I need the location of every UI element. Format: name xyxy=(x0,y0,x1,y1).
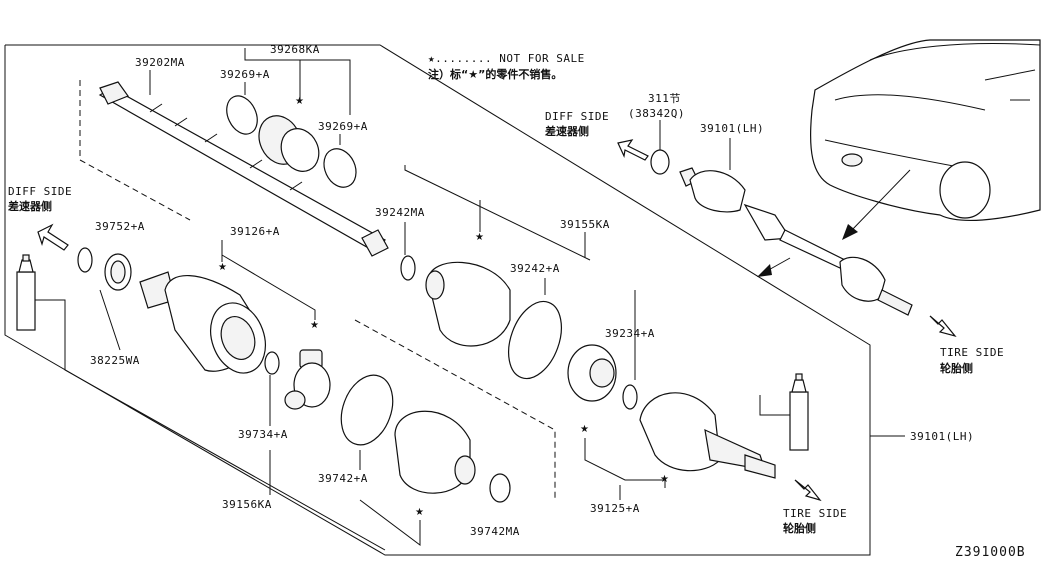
label-39269A-1: 39269+A xyxy=(220,68,270,81)
star-marker-outer-boot: ★ xyxy=(475,232,484,243)
label-39125A: 39125+A xyxy=(590,502,640,515)
grease-tube-right xyxy=(789,373,809,451)
boot-outer xyxy=(425,261,511,347)
tire-side-bottom-arrow-icon xyxy=(794,479,822,502)
clamp-ring-39269A-2 xyxy=(323,148,357,188)
not-for-sale-note: ★........ NOT FOR SALE xyxy=(428,52,585,65)
location-pointer-arrow-icon xyxy=(842,169,911,240)
diff-side-left-label: DIFF SIDE xyxy=(8,185,72,198)
label-39126A: 39126+A xyxy=(230,225,280,238)
label-39269A-2: 39269+A xyxy=(318,120,368,133)
bearing-race xyxy=(567,344,617,402)
diff-side-left-arrow-icon xyxy=(37,223,69,251)
tire-side-bottom-label: TIRE SIDE xyxy=(783,507,847,520)
snap-ring-39734A xyxy=(264,351,280,375)
boot-band-39742A xyxy=(340,374,394,446)
car-front-illustration xyxy=(810,39,1041,222)
label-38342Q: (38342Q) xyxy=(628,107,685,120)
tire-side-right-label-cn: 轮胎侧 xyxy=(940,361,973,375)
label-39242A: 39242+A xyxy=(510,262,560,275)
drive-shaft-assembly-39101LH xyxy=(679,167,913,316)
outer-joint-39125A xyxy=(639,392,776,479)
tire-side-right-label: TIRE SIDE xyxy=(940,346,1004,359)
label-39242MA: 39242MA xyxy=(375,206,425,219)
boot-band-39242MA xyxy=(400,255,416,281)
star-marker-39268KA: ★ xyxy=(295,96,304,107)
star-marker-spider: ★ xyxy=(310,320,319,331)
tripod-housing-39126A xyxy=(139,271,266,374)
tire-side-bottom-label-cn: 轮胎侧 xyxy=(783,521,816,535)
label-39234A: 39234+A xyxy=(605,327,655,340)
star-marker-39126A: ★ xyxy=(218,262,227,273)
label-39156KA: 39156KA xyxy=(222,498,272,511)
label-39202MA: 39202MA xyxy=(135,56,185,69)
frame-outline xyxy=(4,44,871,556)
clamp-ring-39269A-1 xyxy=(226,95,258,135)
diff-side-left-label-cn: 差速器侧 xyxy=(8,199,52,213)
label-39742MA: 39742MA xyxy=(470,525,520,538)
boot-inner xyxy=(394,410,476,494)
boot-band-39242A xyxy=(508,300,562,380)
spider-assembly xyxy=(284,349,331,410)
label-39101LH-top: 39101(LH) xyxy=(700,122,764,135)
label-39268KA: 39268KA xyxy=(270,43,320,56)
snap-ring-39752A xyxy=(77,247,93,273)
diagram-code: Z391000B xyxy=(955,545,1026,560)
not-for-sale-note-cn: 注）标“★”的零件不销售。 xyxy=(428,67,562,81)
label-311: 311节 xyxy=(648,92,681,105)
label-39101LH-right: 39101(LH) xyxy=(910,430,974,443)
assembly-direction-arrow-icon xyxy=(757,257,791,277)
label-39734A: 39734+A xyxy=(238,428,288,441)
label-38225WA: 38225WA xyxy=(90,354,140,367)
diff-side-top-label: DIFF SIDE xyxy=(545,110,609,123)
grease-tube-left xyxy=(16,254,36,331)
shaft-39202MA xyxy=(98,81,389,257)
label-39742A: 39742+A xyxy=(318,472,368,485)
label-39752A: 39752+A xyxy=(95,220,145,233)
star-marker-39125A-left: ★ xyxy=(580,424,589,435)
diff-side-top-label-cn: 差速器侧 xyxy=(545,124,589,138)
damper-39268KA xyxy=(258,115,320,172)
boot-band-39742MA xyxy=(489,473,511,503)
oil-seal-38342Q xyxy=(650,149,670,175)
tire-side-right-arrow-icon xyxy=(929,315,957,338)
snap-ring-39234A xyxy=(622,384,638,410)
star-marker-boot: ★ xyxy=(415,507,424,518)
diff-side-top-arrow-icon xyxy=(617,139,649,161)
label-39155KA: 39155KA xyxy=(560,218,610,231)
